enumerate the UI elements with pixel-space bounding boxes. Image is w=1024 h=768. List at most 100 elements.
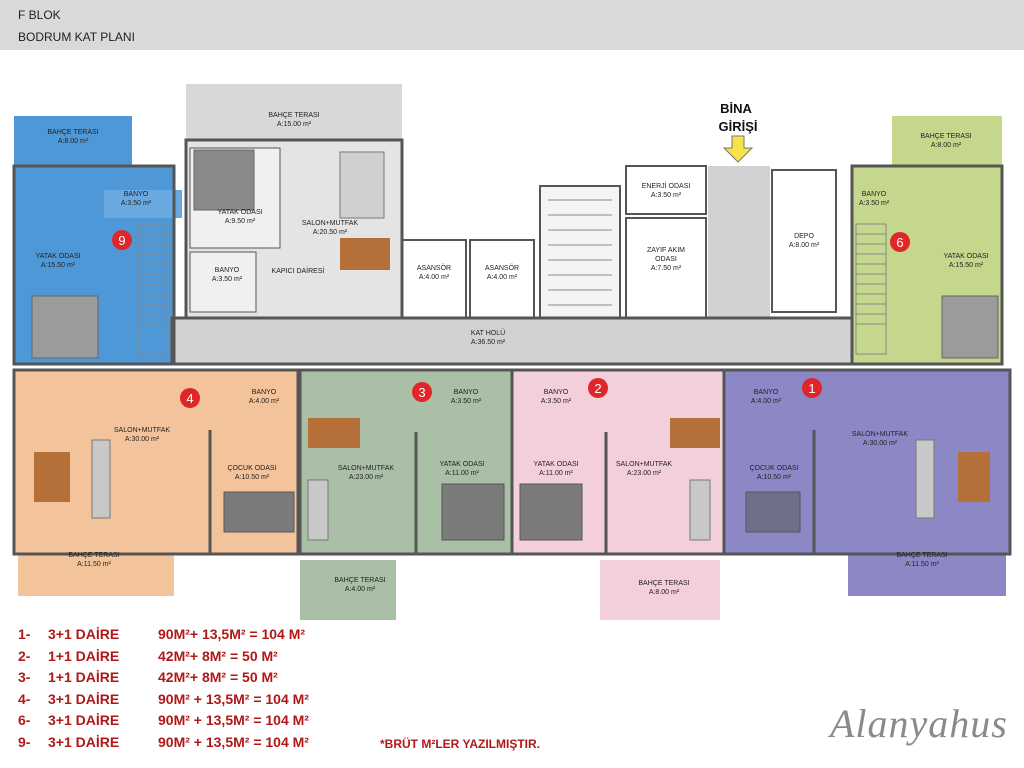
unit-marker-number: 9 <box>118 233 125 248</box>
bed-icon <box>941 295 999 359</box>
room-name: YATAK ODASI <box>439 461 484 468</box>
room-area: A:11.00 m² <box>539 470 573 477</box>
room-name: YATAK ODASI <box>943 253 988 260</box>
room-area: A:3.50 m² <box>541 398 572 405</box>
walls <box>12 138 1012 556</box>
core-rooms <box>189 147 837 319</box>
room-area: A:4.00 m² <box>487 274 518 281</box>
unit-marker-number: 3 <box>418 385 425 400</box>
zone-staff-terrace <box>186 84 402 140</box>
room-area: A:23.00 m² <box>349 474 384 481</box>
room-area: A:11.50 m² <box>905 561 939 568</box>
zone-entrance-hall <box>708 166 770 318</box>
sofa-icon <box>307 479 329 541</box>
room-name: BAHÇE TERASI <box>896 552 947 559</box>
unit-marker-circle <box>588 378 608 398</box>
zone-unit9-terrace <box>14 116 132 166</box>
zone-unit6-terrace <box>892 116 1002 166</box>
zone-unit3-terrace <box>300 560 396 620</box>
stairs <box>137 199 887 355</box>
zone-unit4-terrace <box>18 540 174 596</box>
room-area: A:7.50 m² <box>651 265 682 272</box>
room-area: A:3.50 m² <box>121 200 152 207</box>
sofa-icon <box>339 151 385 219</box>
room-name: ENERJİ ODASI <box>642 181 691 190</box>
room-name: BANYO <box>754 389 779 396</box>
room-area: A:3.50 m² <box>451 398 482 405</box>
room-name: KAPICI DAİRESİ <box>272 266 325 275</box>
room-area: A:4.00 m² <box>751 398 782 405</box>
unit-marker-number: 1 <box>808 381 815 396</box>
room-name: BAHÇE TERASI <box>68 552 119 559</box>
room-name: ODASI <box>655 256 677 263</box>
dining-table-icon <box>308 418 360 448</box>
sofa-icon <box>689 479 711 541</box>
room-name: SALON+MUTFAK <box>852 431 909 438</box>
room-name: BANYO <box>544 389 569 396</box>
room-name: ÇOCUK ODASI <box>227 465 276 472</box>
unit-marker-circle <box>112 230 132 250</box>
room-name: SALON+MUTFAK <box>338 465 395 472</box>
room-name: BAHÇE TERASI <box>268 112 319 119</box>
room-name: SALON+MUTFAK <box>302 220 359 227</box>
unit-marker-circle <box>890 232 910 252</box>
room-area: A:8.00 m² <box>931 142 962 149</box>
room-area: A:4.00 m² <box>249 398 280 405</box>
room-area: A:3.50 m² <box>859 200 890 207</box>
unit-marker-number: 2 <box>594 381 601 396</box>
dining-table-icon <box>958 452 990 502</box>
room-area: A:11.00 m² <box>445 470 479 477</box>
room-area: A:9.50 m² <box>225 218 256 225</box>
room-area: A:3.50 m² <box>651 192 682 199</box>
plan-title: BODRUM KAT PLANI <box>18 30 135 44</box>
room-area: A:8.00 m² <box>789 242 820 249</box>
furniture <box>31 149 999 541</box>
room-name: BANYO <box>454 389 479 396</box>
sofa-icon <box>91 439 111 519</box>
room-name: ASANSÖR <box>485 264 519 272</box>
unit-marker-circle <box>412 382 432 402</box>
entrance: BİNA GİRİŞİ <box>718 101 758 163</box>
room-name: BAHÇE TERASI <box>638 580 689 587</box>
room-area: A:20.50 m² <box>313 229 348 236</box>
room-name: BANYO <box>862 191 887 198</box>
unit-marker-number: 6 <box>896 235 903 250</box>
room-name: YATAK ODASI <box>35 253 80 260</box>
room-name: SALON+MUTFAK <box>114 427 171 434</box>
room-area: A:36.50 m² <box>471 339 506 346</box>
room-name: ZAYIF AKIM <box>647 247 685 254</box>
room-name: YATAK ODASI <box>217 209 262 216</box>
header-bar: F BLOK BODRUM KAT PLANI <box>0 0 1024 50</box>
room-area: A:4.00 m² <box>345 586 376 593</box>
room-area: A:4.00 m² <box>419 274 450 281</box>
bed-icon <box>193 149 255 211</box>
room-area: A:11.50 m² <box>77 561 111 568</box>
unit-marker-circle <box>802 378 822 398</box>
room-area: A:8.00 m² <box>649 589 680 596</box>
room-name: BAHÇE TERASI <box>47 129 98 136</box>
room-name: BANYO <box>215 267 240 274</box>
room-name: KAT HOLÜ <box>471 329 505 337</box>
room-area: A:8.00 m² <box>58 138 89 145</box>
room-name: DEPO <box>794 233 814 240</box>
dining-table-icon <box>340 238 390 270</box>
room-name: YATAK ODASI <box>533 461 578 468</box>
bed-icon <box>441 483 505 541</box>
entrance-line1: BİNA <box>720 101 752 116</box>
zone-corridor <box>172 318 852 364</box>
room-name: ÇOCUK ODASI <box>749 465 798 472</box>
room-area: A:10.50 m² <box>235 474 270 481</box>
bed-icon <box>519 483 583 541</box>
unit-marker-number: 4 <box>186 391 193 406</box>
room-name: ASANSÖR <box>417 264 451 272</box>
room-area: A:15.50 m² <box>41 262 76 269</box>
bed-icon <box>223 491 295 533</box>
block-title: F BLOK <box>18 8 61 22</box>
unit-marker-circle <box>180 388 200 408</box>
dining-table-icon <box>34 452 70 502</box>
